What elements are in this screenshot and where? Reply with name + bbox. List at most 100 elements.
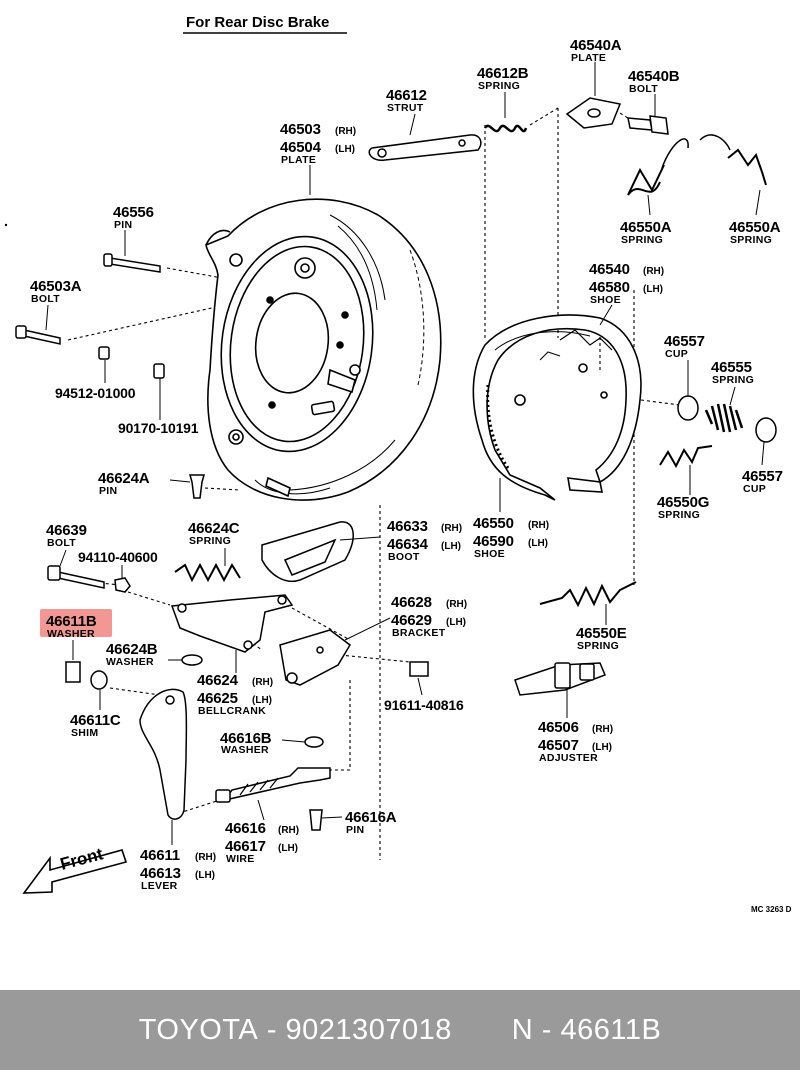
label-num: 46612: [386, 87, 427, 104]
nut-90170-drawing: [153, 363, 165, 379]
label-num: 46634: [387, 536, 429, 553]
footer-gap: [452, 1014, 512, 1047]
front-arrow: Front: [22, 844, 128, 894]
label-num: 46612B: [477, 65, 529, 82]
bolt-46540B-drawing: [627, 117, 653, 131]
label-num: 46506: [538, 719, 579, 736]
label-suffix: (LH): [643, 284, 663, 295]
cup-46557-2-drawing: [755, 417, 777, 443]
bracket-46628-drawing: [279, 629, 351, 686]
label-suffix: (RH): [252, 677, 273, 688]
footer-separator: -: [258, 1013, 286, 1046]
label-name: SPRING: [577, 640, 619, 652]
footer-brand: TOYOTA: [138, 1013, 259, 1046]
label-num: 46503: [280, 121, 321, 138]
label-num: 91611-40816: [384, 697, 464, 713]
shim-46611C-drawing: [90, 670, 108, 690]
label-name: SPRING: [621, 234, 663, 246]
footer-part-number: 9021307018: [285, 1013, 452, 1046]
label-suffix: (RH): [446, 599, 467, 610]
label-name: SPRING: [658, 509, 700, 521]
label-num: 90170-10191: [118, 420, 199, 436]
label-name: SPRING: [189, 535, 231, 547]
label-num: 46611: [140, 847, 180, 864]
nut-94110-drawing: [114, 577, 131, 593]
label-suffix: (RH): [441, 523, 462, 534]
label-num: 46624B: [106, 641, 158, 658]
nut-94512-drawing: [98, 346, 110, 360]
label-suffix: (RH): [195, 852, 216, 863]
label-num: 46550A: [620, 219, 672, 236]
washer-46616B-drawing: [304, 736, 324, 748]
diagram-title: For Rear Disc Brake: [186, 14, 329, 31]
label-num: 46550A: [729, 219, 781, 236]
label-num: 46556: [113, 204, 154, 221]
label-name: WASHER: [106, 656, 154, 668]
label-name: STRUT: [387, 102, 424, 114]
label-suffix: (RH): [278, 825, 299, 836]
spring-46550G-drawing: [659, 445, 713, 469]
label-num: 46540B: [628, 68, 680, 85]
label-suffix: (RH): [592, 724, 613, 735]
pin-46624A-drawing: [189, 474, 205, 499]
spring-46555-drawing: [704, 403, 744, 433]
label-num: 46611B: [46, 613, 97, 630]
label-suffix: (RH): [528, 520, 549, 531]
label-name: BELLCRANK: [198, 705, 266, 717]
label-name: WASHER: [221, 744, 269, 756]
label-num: 46557: [742, 468, 783, 485]
label-name: BOLT: [47, 537, 76, 549]
label-num: 46616B: [220, 730, 272, 747]
label-num: 46540A: [570, 37, 622, 54]
label-name: SHOE: [590, 294, 621, 306]
highlight-46611B: [40, 609, 112, 637]
label-num: 46611C: [70, 712, 121, 729]
label-suffix: (LH): [195, 870, 215, 881]
spring-46624C-drawing: [174, 562, 241, 583]
label-num: 46507: [538, 737, 579, 754]
label-num: 46555: [711, 359, 752, 376]
wire-46616-drawing: [223, 767, 331, 802]
strut-spring-drawing: [483, 124, 528, 133]
label-num: 46590: [473, 533, 514, 550]
label-num: 46550G: [657, 494, 709, 511]
label-suffix: (LH): [252, 695, 272, 706]
label-num: 46613: [140, 865, 181, 882]
label-num: 94512-01000: [55, 385, 136, 401]
label-name: PLATE: [281, 154, 316, 166]
brake-shoe-drawing: [472, 314, 642, 501]
figure-code: MC 3263 D: [751, 905, 792, 914]
label-num: 46617: [225, 838, 266, 855]
label-num: 46628: [391, 594, 432, 611]
dashed-leaders: [67, 107, 681, 860]
label-num: 46550: [473, 515, 514, 532]
bolt-46503A-drawing: [23, 329, 61, 345]
footer-bar: TOYOTA - 9021307018 N - 46611B: [0, 990, 800, 1070]
label-num: 46639: [46, 522, 87, 539]
label-name: CUP: [743, 483, 766, 495]
label-num: 46557: [664, 333, 705, 350]
label-name: SPRING: [730, 234, 772, 246]
label-num: 94110-40600: [78, 549, 158, 565]
label-name: BOOT: [388, 551, 420, 563]
label-num: 46503A: [30, 278, 82, 295]
label-suffix: (LH): [446, 617, 466, 628]
cup-46557-1-drawing: [677, 395, 699, 421]
label-suffix: (LH): [335, 144, 355, 155]
leader-lines: [45, 62, 765, 845]
label-name: BRACKET: [392, 627, 446, 639]
label-name: PIN: [114, 219, 132, 231]
label-name: PLATE: [571, 52, 606, 64]
label-name: SPRING: [478, 80, 520, 92]
label-name: BOLT: [629, 83, 658, 95]
label-name: WIRE: [226, 853, 255, 865]
label-num: 46624: [197, 672, 239, 689]
bolt-91611-drawing: [409, 661, 429, 677]
label-num: 46629: [391, 612, 432, 629]
label-name: SPRING: [712, 374, 754, 386]
spring-46550A-1-drawing: [627, 164, 665, 196]
label-name: PIN: [99, 485, 117, 497]
spring-46550A-2-drawing: [727, 148, 767, 186]
washer-46624B-drawing: [181, 654, 203, 666]
label-num: 46616A: [345, 809, 397, 826]
